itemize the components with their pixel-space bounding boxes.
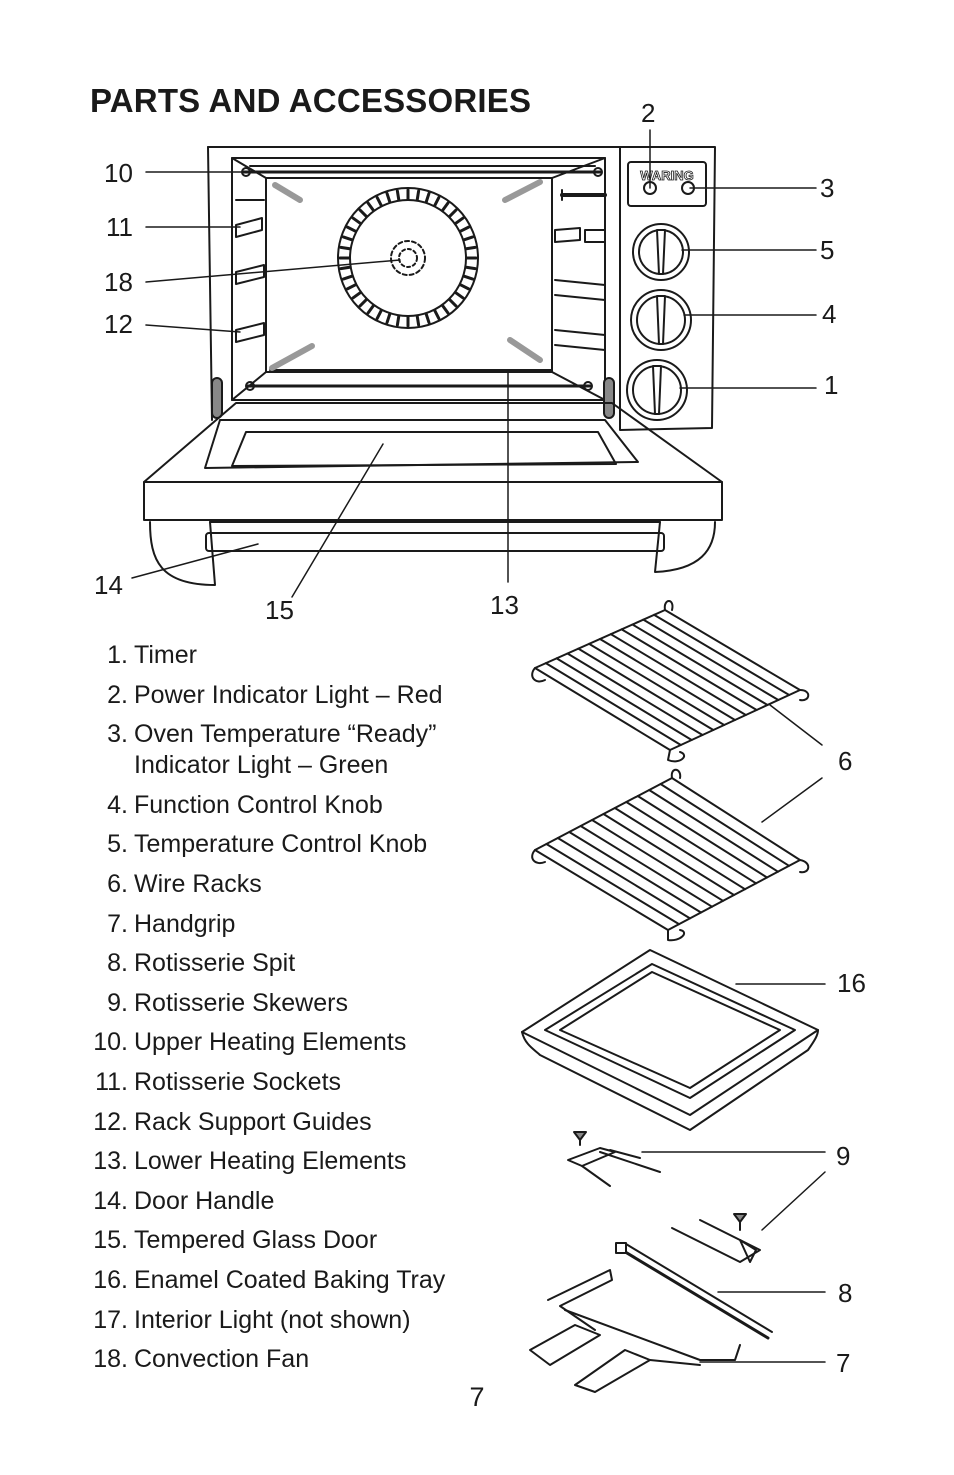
list-item: 2.Power Indicator Light – Red: [107, 680, 443, 709]
rotisserie-skewer-left: [567, 1131, 661, 1187]
callout-3: 3: [820, 173, 834, 203]
list-item: 4.Function Control Knob: [107, 790, 383, 819]
list-item: 12.Rack Support Guides: [93, 1107, 372, 1136]
list-item: 8.Rotisserie Spit: [107, 949, 296, 978]
temperature-knob-icon: [632, 223, 690, 281]
handgrip: [529, 1269, 741, 1393]
brand-logo: WARING: [640, 168, 693, 183]
parts-list: 1.Timer 2.Power Indicator Light – Red 3.…: [88, 640, 474, 1384]
page-number: 7: [469, 1382, 485, 1412]
list-item: 18.Convection Fan: [93, 1345, 310, 1374]
list-item: 16.Enamel Coated Baking Tray: [93, 1265, 446, 1294]
list-item: 15.Tempered Glass Door: [93, 1226, 378, 1255]
callout-2: 2: [641, 98, 655, 128]
callout-8: 8: [838, 1278, 852, 1308]
page-title: PARTS AND ACCESSORIES: [90, 82, 532, 119]
timer-knob-icon: [626, 359, 688, 421]
callout-9: 9: [836, 1141, 850, 1171]
list-item: 7.Handgrip: [107, 909, 236, 938]
list-item: 9.Rotisserie Skewers: [107, 988, 348, 1017]
callout-11: 11: [106, 212, 133, 242]
rotisserie-skewer-right: [671, 1213, 761, 1263]
door-handle: [205, 532, 665, 552]
lower-heating-element: [245, 369, 593, 391]
list-item: 5.Temperature Control Knob: [107, 830, 428, 859]
callout-4: 4: [822, 299, 836, 329]
oven-body: [207, 146, 716, 431]
callout-7: 7: [836, 1348, 850, 1378]
list-item: 6.Wire Racks: [107, 869, 262, 898]
callout-15: 15: [265, 595, 294, 625]
callout-16: 16: [837, 968, 866, 998]
callout-5: 5: [820, 235, 834, 265]
wire-rack-top: [531, 600, 810, 763]
list-item: 1.Timer: [107, 641, 197, 669]
wire-rack-bottom: [531, 768, 810, 942]
baking-tray: [521, 949, 819, 1131]
callout-6: 6: [838, 746, 852, 776]
leader-lines: [131, 129, 826, 1363]
glass-door: [143, 402, 723, 483]
convection-fan-icon: [337, 187, 479, 329]
function-knob-icon: [630, 289, 692, 351]
brand-plate: [627, 161, 707, 207]
callout-1: 1: [824, 370, 838, 400]
callout-13: 13: [490, 590, 519, 620]
callout-14: 14: [94, 570, 123, 600]
list-item: 14.Door Handle: [93, 1186, 275, 1215]
list-item: 10.Upper Heating Elements: [93, 1028, 407, 1057]
list-item: 17.Interior Light (not shown): [93, 1305, 411, 1334]
rotisserie-spit: [615, 1242, 773, 1340]
callout-10: 10: [104, 158, 133, 188]
callout-18: 18: [104, 267, 133, 297]
list-item: 11.Rotisserie Sockets: [95, 1067, 342, 1096]
list-item: 3.Oven Temperature “Ready” Indicator Lig…: [107, 720, 437, 780]
list-item: 13.Lower Heating Elements: [93, 1147, 407, 1176]
callout-12: 12: [104, 309, 133, 339]
upper-heating-element: [241, 165, 603, 177]
